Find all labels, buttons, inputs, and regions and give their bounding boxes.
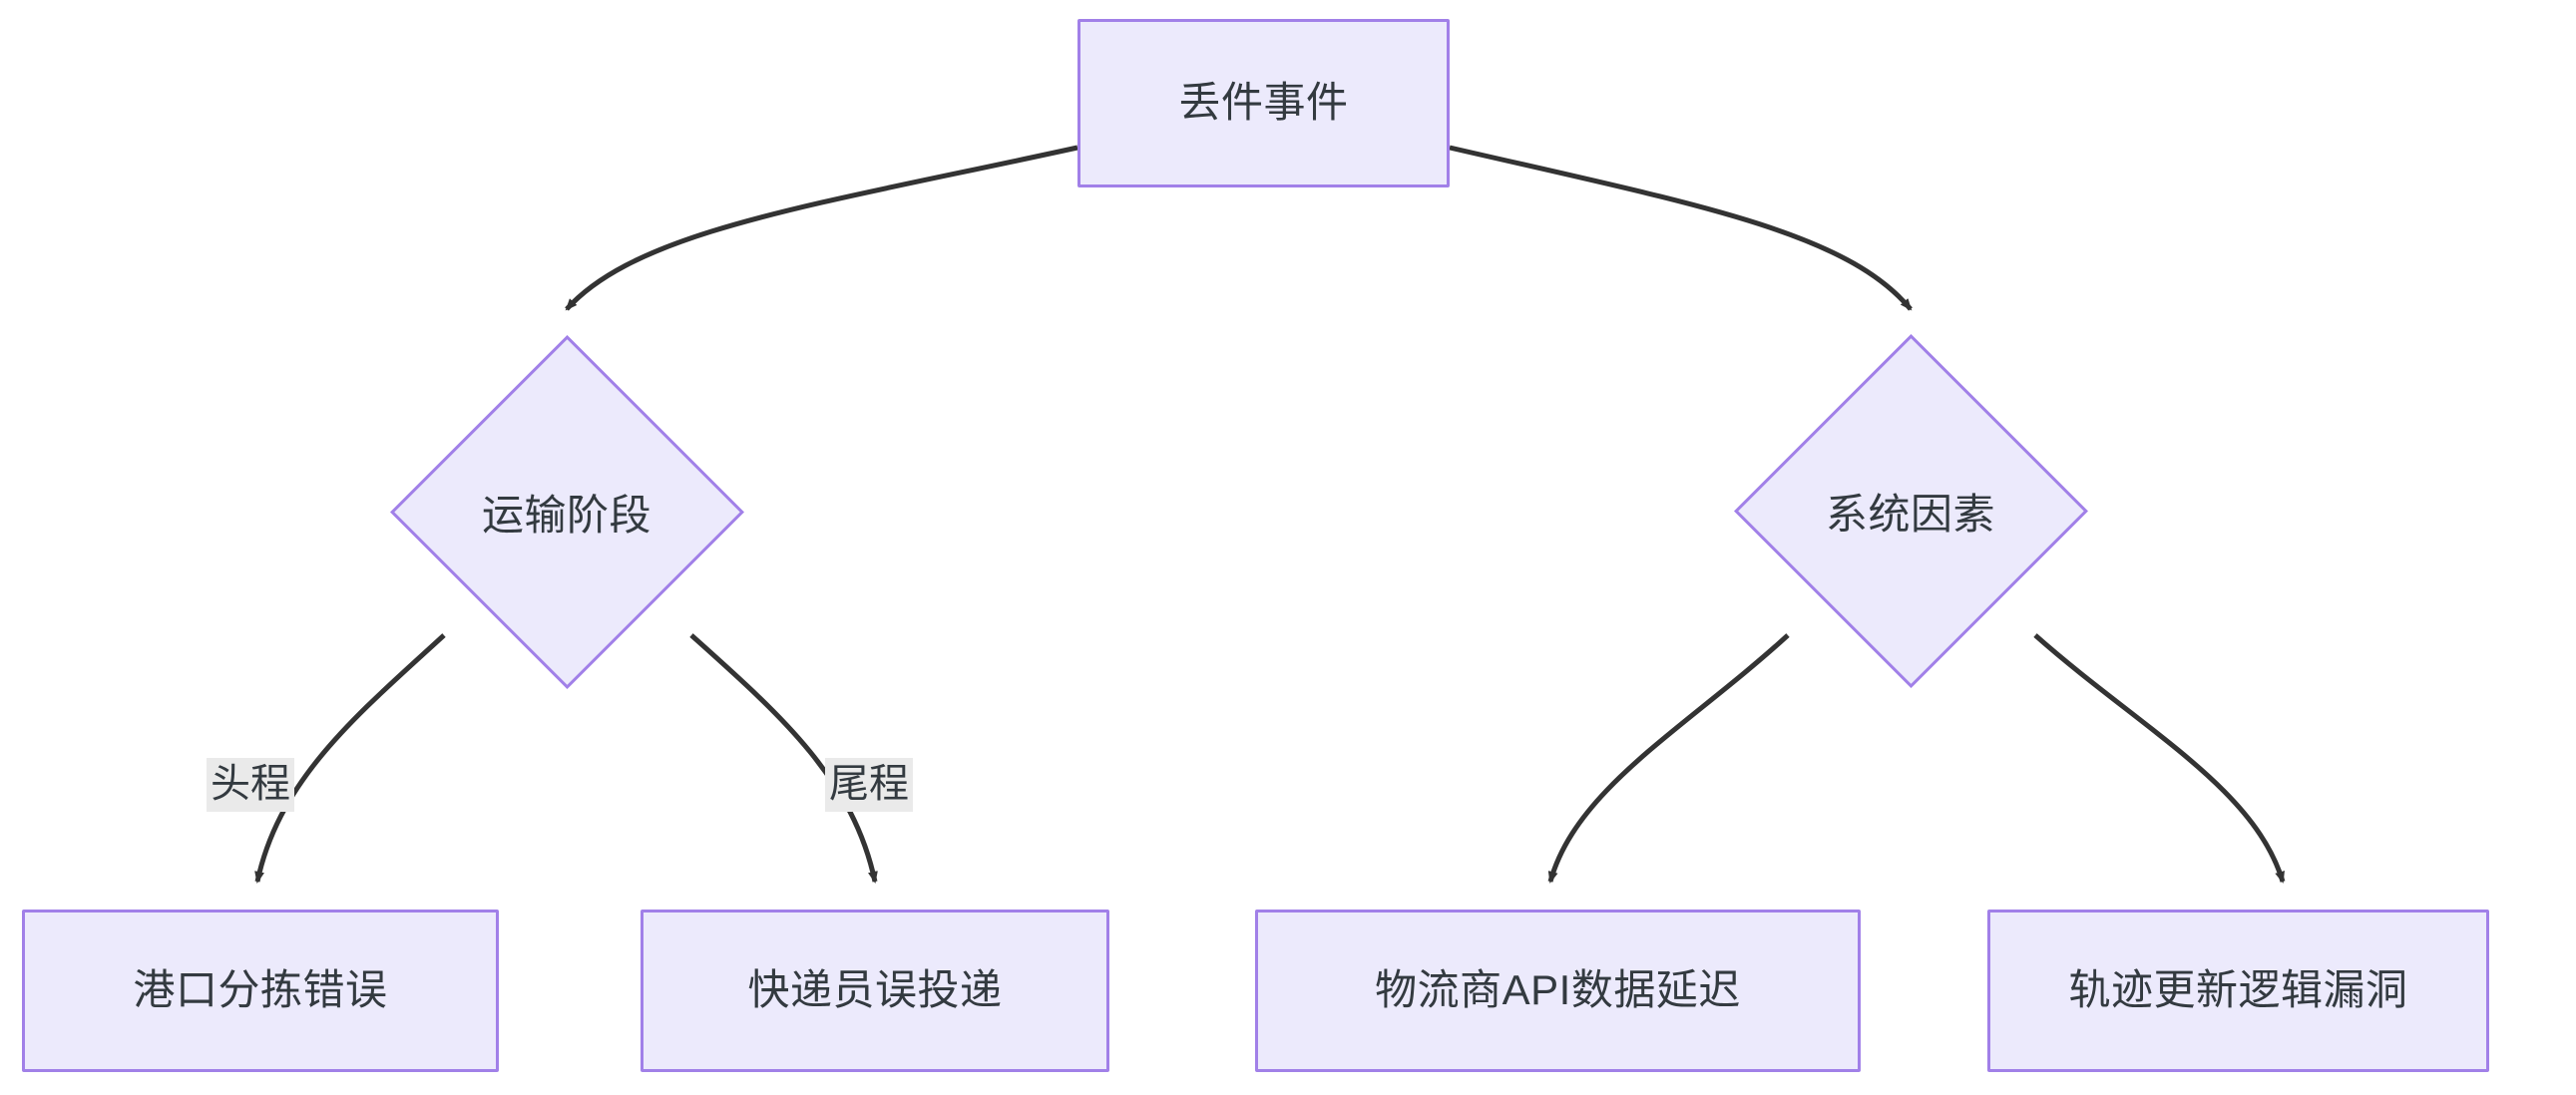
edge-root-to-transport-stage	[565, 145, 1078, 311]
node-courier-misdelivery-label: 快递员误投递	[747, 966, 1003, 1014]
node-transport-stage[interactable]: 运输阶段	[389, 334, 744, 689]
node-root[interactable]: 丢件事件	[1077, 19, 1450, 187]
node-system-factor-label: 系统因素	[1825, 490, 1995, 538]
edge-system-to-tracking-flaw	[2033, 633, 2286, 884]
edge-root-to-system-factor	[1449, 145, 1913, 311]
node-api-data-delay-label: 物流商API数据延迟	[1375, 966, 1741, 1014]
node-api-data-delay[interactable]: 物流商API数据延迟	[1255, 910, 1861, 1072]
node-transport-stage-label: 运输阶段	[481, 491, 651, 539]
node-courier-misdelivery[interactable]: 快递员误投递	[641, 910, 1109, 1072]
node-tracking-logic-flaw[interactable]: 轨迹更新逻辑漏洞	[1987, 910, 2489, 1072]
edge-transport-to-courier-misdelivery	[689, 633, 878, 884]
node-tracking-logic-flaw-label: 轨迹更新逻辑漏洞	[2068, 966, 2408, 1014]
node-port-sorting-error[interactable]: 港口分拣错误	[22, 910, 499, 1072]
node-port-sorting-error-label: 港口分拣错误	[133, 966, 388, 1014]
node-root-label: 丢件事件	[1178, 79, 1349, 127]
edge-label-first-mile: 头程	[207, 758, 294, 812]
edge-transport-to-port-sorting	[254, 633, 446, 884]
node-system-factor[interactable]: 系统因素	[1733, 333, 2088, 688]
edge-label-last-mile: 尾程	[825, 758, 913, 812]
edge-system-to-api-delay	[1547, 633, 1790, 884]
